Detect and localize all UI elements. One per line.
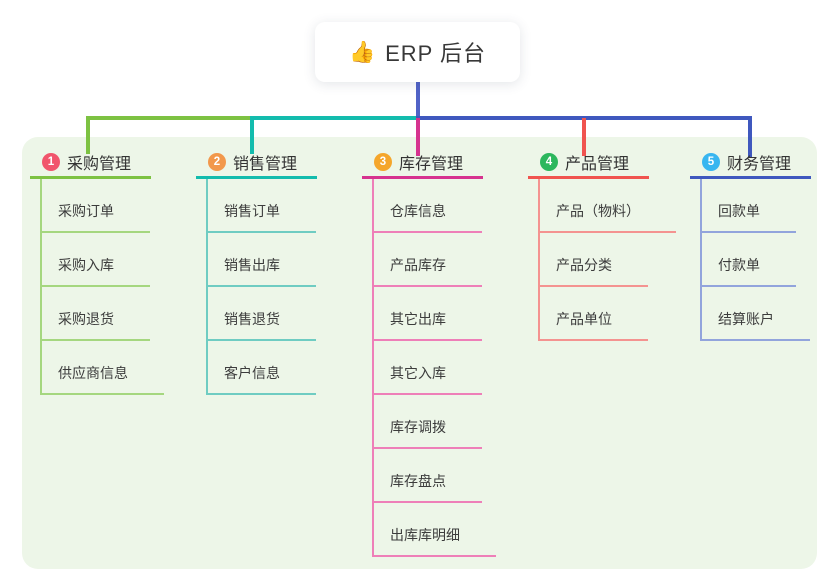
node-item[interactable]: 付款单	[702, 233, 796, 287]
node-item-label: 产品分类	[556, 257, 612, 273]
branch-number-badge: 3	[374, 153, 392, 171]
branch-5: 5 财务管理 回款单付款单结算账户	[690, 148, 812, 341]
branch-number-badge: 4	[540, 153, 558, 171]
node-item[interactable]: 仓库信息	[374, 179, 482, 233]
node-item[interactable]: 其它入库	[374, 341, 482, 395]
branch-header[interactable]: 5 财务管理	[690, 148, 812, 179]
branch-items: 仓库信息产品库存其它出库其它入库库存调拨库存盘点出库库明细	[372, 179, 496, 557]
node-item-label: 仓库信息	[390, 203, 446, 219]
branch-label: 产品管理	[565, 156, 630, 173]
connector-drop-purchase	[86, 118, 90, 154]
connector-drop-product	[582, 118, 586, 156]
branch-3: 3 库存管理 仓库信息产品库存其它出库其它入库库存调拨库存盘点出库库明细	[362, 148, 496, 557]
node-item-label: 回款单	[718, 203, 760, 219]
node-item-label: 结算账户	[718, 311, 774, 327]
node-item[interactable]: 库存调拨	[374, 395, 482, 449]
branch-header[interactable]: 3 库存管理	[362, 148, 484, 179]
node-item-label: 采购订单	[58, 203, 114, 219]
node-item-label: 销售退货	[224, 311, 280, 327]
node-item[interactable]: 产品（物料）	[540, 179, 676, 233]
background-panel	[22, 137, 817, 569]
node-item-label: 出库库明细	[390, 527, 460, 543]
node-item-label: 库存调拨	[390, 419, 446, 435]
branch-items: 采购订单采购入库采购退货供应商信息	[40, 179, 164, 395]
node-item[interactable]: 库存盘点	[374, 449, 482, 503]
node-item[interactable]: 出库库明细	[374, 503, 496, 557]
node-item[interactable]: 结算账户	[702, 287, 810, 341]
node-item-label: 销售订单	[224, 203, 280, 219]
node-item-label: 客户信息	[224, 365, 280, 381]
branch-number-badge: 1	[42, 153, 60, 171]
thumbs-up-icon: 👍	[348, 40, 376, 64]
node-item[interactable]: 采购入库	[42, 233, 150, 287]
branch-number-badge: 5	[702, 153, 720, 171]
node-item-label: 采购退货	[58, 311, 114, 327]
node-item-label: 产品（物料）	[556, 203, 640, 219]
node-item-label: 付款单	[718, 257, 760, 273]
node-item[interactable]: 供应商信息	[42, 341, 164, 395]
branch-1: 1 采购管理 采购订单采购入库采购退货供应商信息	[30, 148, 164, 395]
node-item-label: 供应商信息	[58, 365, 128, 381]
node-item-label: 产品库存	[390, 257, 446, 273]
root-node[interactable]: 👍 ERP 后台	[315, 22, 520, 82]
node-item[interactable]: 回款单	[702, 179, 796, 233]
node-item[interactable]: 产品库存	[374, 233, 482, 287]
branch-2: 2 销售管理 销售订单销售出库销售退货客户信息	[196, 148, 318, 395]
branch-label: 库存管理	[399, 156, 464, 173]
node-item-label: 销售出库	[224, 257, 280, 273]
connector-drop-inventory	[416, 118, 420, 156]
connector-drop-sales	[250, 118, 254, 154]
branch-label: 销售管理	[233, 156, 298, 173]
node-item-label: 库存盘点	[390, 473, 446, 489]
branch-header[interactable]: 2 销售管理	[196, 148, 318, 179]
branch-number-badge: 2	[208, 153, 226, 171]
node-item[interactable]: 采购退货	[42, 287, 150, 341]
node-item[interactable]: 采购订单	[42, 179, 150, 233]
node-item[interactable]: 产品分类	[540, 233, 648, 287]
node-item[interactable]: 其它出库	[374, 287, 482, 341]
branch-header[interactable]: 1 采购管理	[30, 148, 152, 179]
branch-items: 产品（物料） 产品分类产品单位	[538, 179, 676, 341]
node-item[interactable]: 销售退货	[208, 287, 316, 341]
root-node-label: ERP 后台	[385, 41, 487, 66]
connector-root-drop	[416, 80, 420, 118]
branch-label: 采购管理	[67, 156, 132, 173]
branch-header[interactable]: 4 产品管理	[528, 148, 650, 179]
node-item-label: 其它出库	[390, 311, 446, 327]
node-item[interactable]: 销售订单	[208, 179, 316, 233]
branch-label: 财务管理	[727, 156, 792, 173]
node-item-label: 采购入库	[58, 257, 114, 273]
node-item[interactable]: 销售出库	[208, 233, 316, 287]
node-item-label: 产品单位	[556, 311, 612, 327]
branch-items: 销售订单销售出库销售退货客户信息	[206, 179, 316, 395]
connector-bus-green	[86, 116, 252, 120]
branch-4: 4 产品管理 产品（物料） 产品分类产品单位	[528, 148, 676, 341]
connector-bus-teal	[250, 116, 418, 120]
connector-drop-finance	[748, 118, 752, 158]
node-item[interactable]: 客户信息	[208, 341, 316, 395]
branch-items: 回款单付款单结算账户	[700, 179, 810, 341]
node-item-label: 其它入库	[390, 365, 446, 381]
node-item[interactable]: 产品单位	[540, 287, 648, 341]
